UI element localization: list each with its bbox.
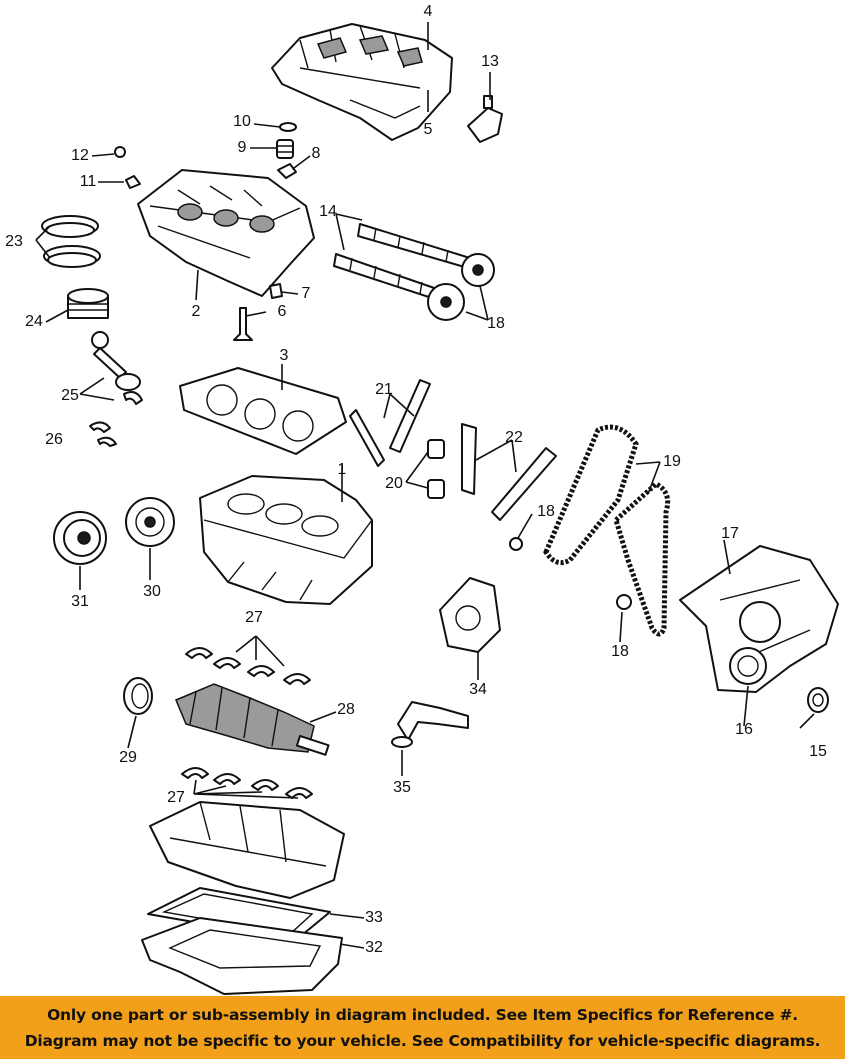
callout-3: 3 bbox=[280, 347, 289, 364]
callout-6: 6 bbox=[278, 303, 287, 320]
callout-1: 1 bbox=[338, 461, 347, 478]
callout-32: 32 bbox=[365, 939, 383, 956]
leader-lines bbox=[35, 22, 815, 949]
callout-35: 35 bbox=[393, 779, 411, 796]
callout-18-lower: 18 bbox=[611, 643, 629, 660]
piston bbox=[67, 288, 109, 319]
callout-11: 11 bbox=[80, 173, 97, 190]
cam-sensor bbox=[467, 95, 503, 143]
callout-4: 4 bbox=[424, 3, 433, 20]
callout-21: 21 bbox=[375, 381, 393, 398]
disclaimer-line-1: Only one part or sub-assembly in diagram… bbox=[47, 1005, 798, 1024]
callout-31: 31 bbox=[71, 593, 89, 610]
disclaimer-banner: Only one part or sub-assembly in diagram… bbox=[0, 996, 845, 1059]
callout-28: 28 bbox=[337, 701, 355, 718]
chain-tensioners bbox=[427, 439, 445, 499]
callout-10: 10 bbox=[233, 113, 251, 130]
callout-22: 22 bbox=[505, 429, 523, 446]
callout-9: 9 bbox=[238, 139, 247, 156]
callout-23: 23 bbox=[5, 233, 23, 250]
callout-25: 25 bbox=[61, 387, 79, 404]
callout-19: 19 bbox=[663, 453, 681, 470]
callout-8: 8 bbox=[312, 145, 321, 162]
callout-26: 26 bbox=[45, 431, 63, 448]
callout-15: 15 bbox=[809, 743, 827, 760]
callout-7: 7 bbox=[302, 285, 311, 302]
engine-parts-diagram: 1 2 3 4 5 6 7 8 9 10 11 12 13 14 15 16 1… bbox=[5, 3, 839, 995]
front-cover bbox=[679, 545, 839, 693]
disclaimer-line-2: Diagram may not be specific to your vehi… bbox=[24, 1031, 821, 1050]
oil-pickup bbox=[391, 701, 469, 748]
callout-labels: 1 2 3 4 5 6 7 8 9 10 11 12 13 14 15 16 1… bbox=[5, 3, 827, 956]
engine-block bbox=[199, 475, 373, 605]
camshafts bbox=[333, 223, 495, 321]
head-gasket bbox=[179, 367, 347, 455]
callout-12: 12 bbox=[71, 147, 89, 164]
lower-crankcase bbox=[149, 801, 345, 899]
callout-16: 16 bbox=[735, 721, 753, 738]
callout-27-lower: 27 bbox=[167, 789, 185, 806]
crank-seal bbox=[807, 687, 829, 713]
callout-34: 34 bbox=[469, 681, 487, 698]
valve bbox=[233, 283, 283, 341]
callout-13: 13 bbox=[481, 53, 499, 70]
callout-30: 30 bbox=[143, 583, 161, 600]
oil-pump bbox=[439, 577, 501, 653]
crankshaft bbox=[175, 683, 330, 756]
flexplate bbox=[125, 497, 175, 547]
callout-18-cam: 18 bbox=[487, 315, 505, 332]
oil-pan bbox=[141, 917, 343, 995]
callout-27-upper: 27 bbox=[245, 609, 263, 626]
callout-29: 29 bbox=[119, 749, 137, 766]
harmonic-balancer bbox=[53, 511, 107, 565]
chain-guides bbox=[349, 379, 431, 467]
callout-14: 14 bbox=[319, 203, 337, 220]
connecting-rod bbox=[91, 331, 143, 405]
callout-17: 17 bbox=[721, 525, 739, 542]
main-bearings bbox=[181, 647, 313, 799]
rod-bearings bbox=[89, 421, 117, 447]
rear-main-seal bbox=[123, 677, 153, 715]
exploded-view-drawing: 1 2 3 4 5 6 7 8 9 10 11 12 13 14 15 16 1… bbox=[5, 3, 839, 995]
piston-rings bbox=[41, 215, 101, 268]
crank-sprocket bbox=[509, 537, 632, 610]
callout-24: 24 bbox=[25, 313, 43, 330]
callout-5: 5 bbox=[424, 121, 433, 138]
timing-chains bbox=[543, 424, 671, 637]
front-seal bbox=[729, 647, 767, 685]
callout-2: 2 bbox=[192, 303, 201, 320]
cylinder-head bbox=[137, 169, 315, 297]
valve-cover bbox=[271, 23, 453, 141]
callout-18-crank: 18 bbox=[537, 503, 555, 520]
callout-20: 20 bbox=[385, 475, 403, 492]
timing-guides bbox=[461, 423, 557, 521]
callout-33: 33 bbox=[365, 909, 383, 926]
